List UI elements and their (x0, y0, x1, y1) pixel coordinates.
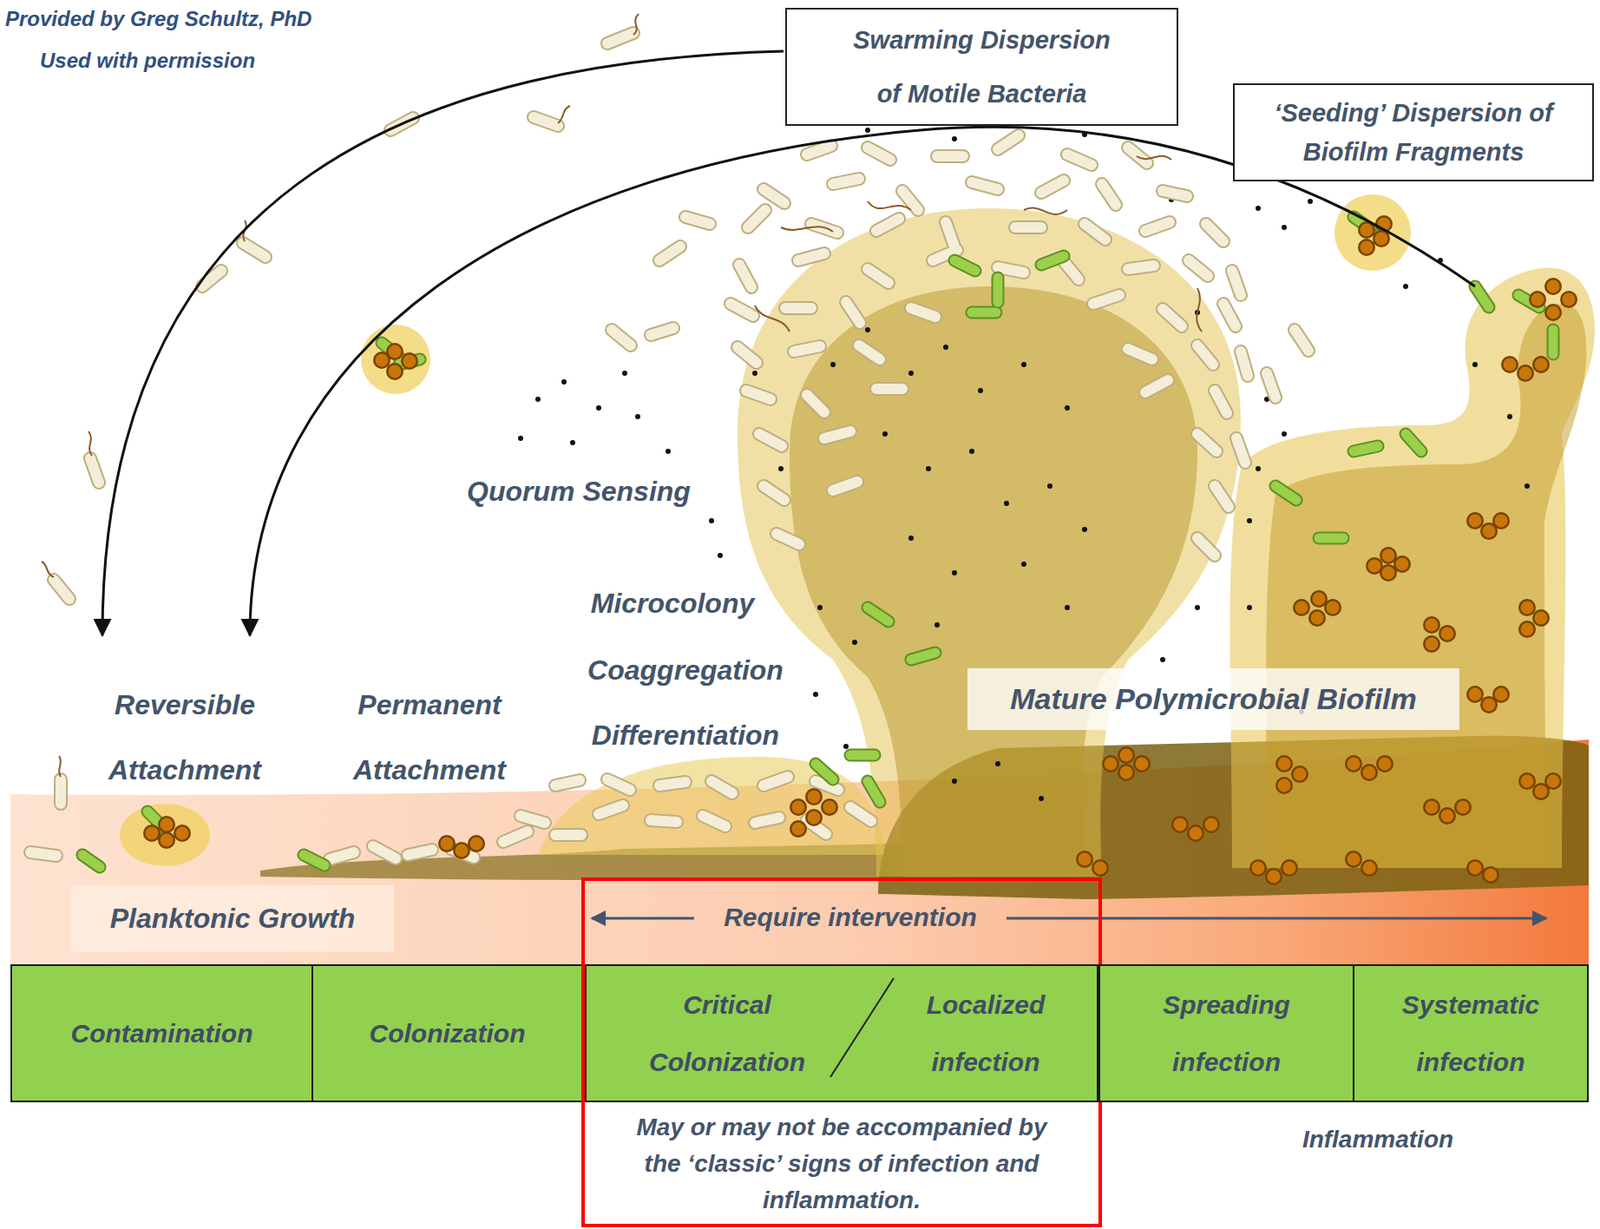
stage-label: Systematic infection (1379, 976, 1562, 1091)
stage-label: Spreading infection (1127, 976, 1327, 1091)
stage-annotation: Quorum Sensing (466, 475, 691, 508)
range-arrow (591, 917, 695, 920)
stage-label: Contamination (32, 1004, 293, 1063)
stage-cell: Contamination (10, 963, 314, 1102)
stage-annotation: Permanent Attachment (334, 672, 525, 803)
dispersion-box: ‘Seeding’ Dispersion of Biofilm Fragment… (1232, 83, 1594, 182)
stage-cell: Critical Colonization Localized infection (584, 963, 1099, 1102)
note-text: May or may not be accompanied by the ‘cl… (627, 1108, 1057, 1219)
green-bacteria-outline (82, 216, 1554, 867)
range-arrow (1006, 917, 1547, 920)
green-bacteria (82, 216, 1554, 867)
credit-text: Provided by Greg Schultz, PhD (5, 6, 312, 32)
stage-cell: Spreading infection (1098, 963, 1355, 1102)
stage-annotation: Differentiation (591, 719, 780, 752)
cocci (151, 223, 1569, 877)
stage-label: ‘Seeding’ Dispersion of Biofilm Fragment… (1265, 93, 1561, 172)
rod-bacteria-outline (30, 32, 1309, 860)
credit-text: Used with permission (39, 48, 256, 73)
rod-bacteria (30, 32, 1309, 860)
divider-slash (586, 965, 1097, 1101)
growth-label: Planktonic Growth (71, 885, 394, 952)
stage-label: Critical Colonization (640, 976, 814, 1091)
stage-annotation: Coaggregation (587, 654, 784, 687)
stage-annotation: Reversible Attachment (89, 672, 281, 803)
biofilm-mushroom-core (789, 286, 1198, 877)
stage-cell: Colonization (311, 963, 584, 1102)
biofilm-label: Mature Polymicrobial Biofilm (967, 668, 1460, 730)
dispersion-arc (102, 51, 784, 636)
dispersion-box: Swarming Dispersion of Motile Bacteria (785, 7, 1179, 126)
stage-annotation: Microcolony (590, 587, 755, 620)
cocci-outline (151, 223, 1569, 877)
divider-line (830, 977, 894, 1077)
stage-annotation: Inflammation (1302, 1125, 1454, 1154)
range-label: Require intervention (723, 902, 978, 932)
stage-label: Colonization (326, 1004, 570, 1063)
stage-label: Localized infection (911, 976, 1060, 1091)
stage-label: Swarming Dispersion of Motile Bacteria (846, 13, 1118, 121)
stage-cell: Systematic infection (1352, 963, 1589, 1102)
dispersion-arc (249, 126, 1476, 636)
